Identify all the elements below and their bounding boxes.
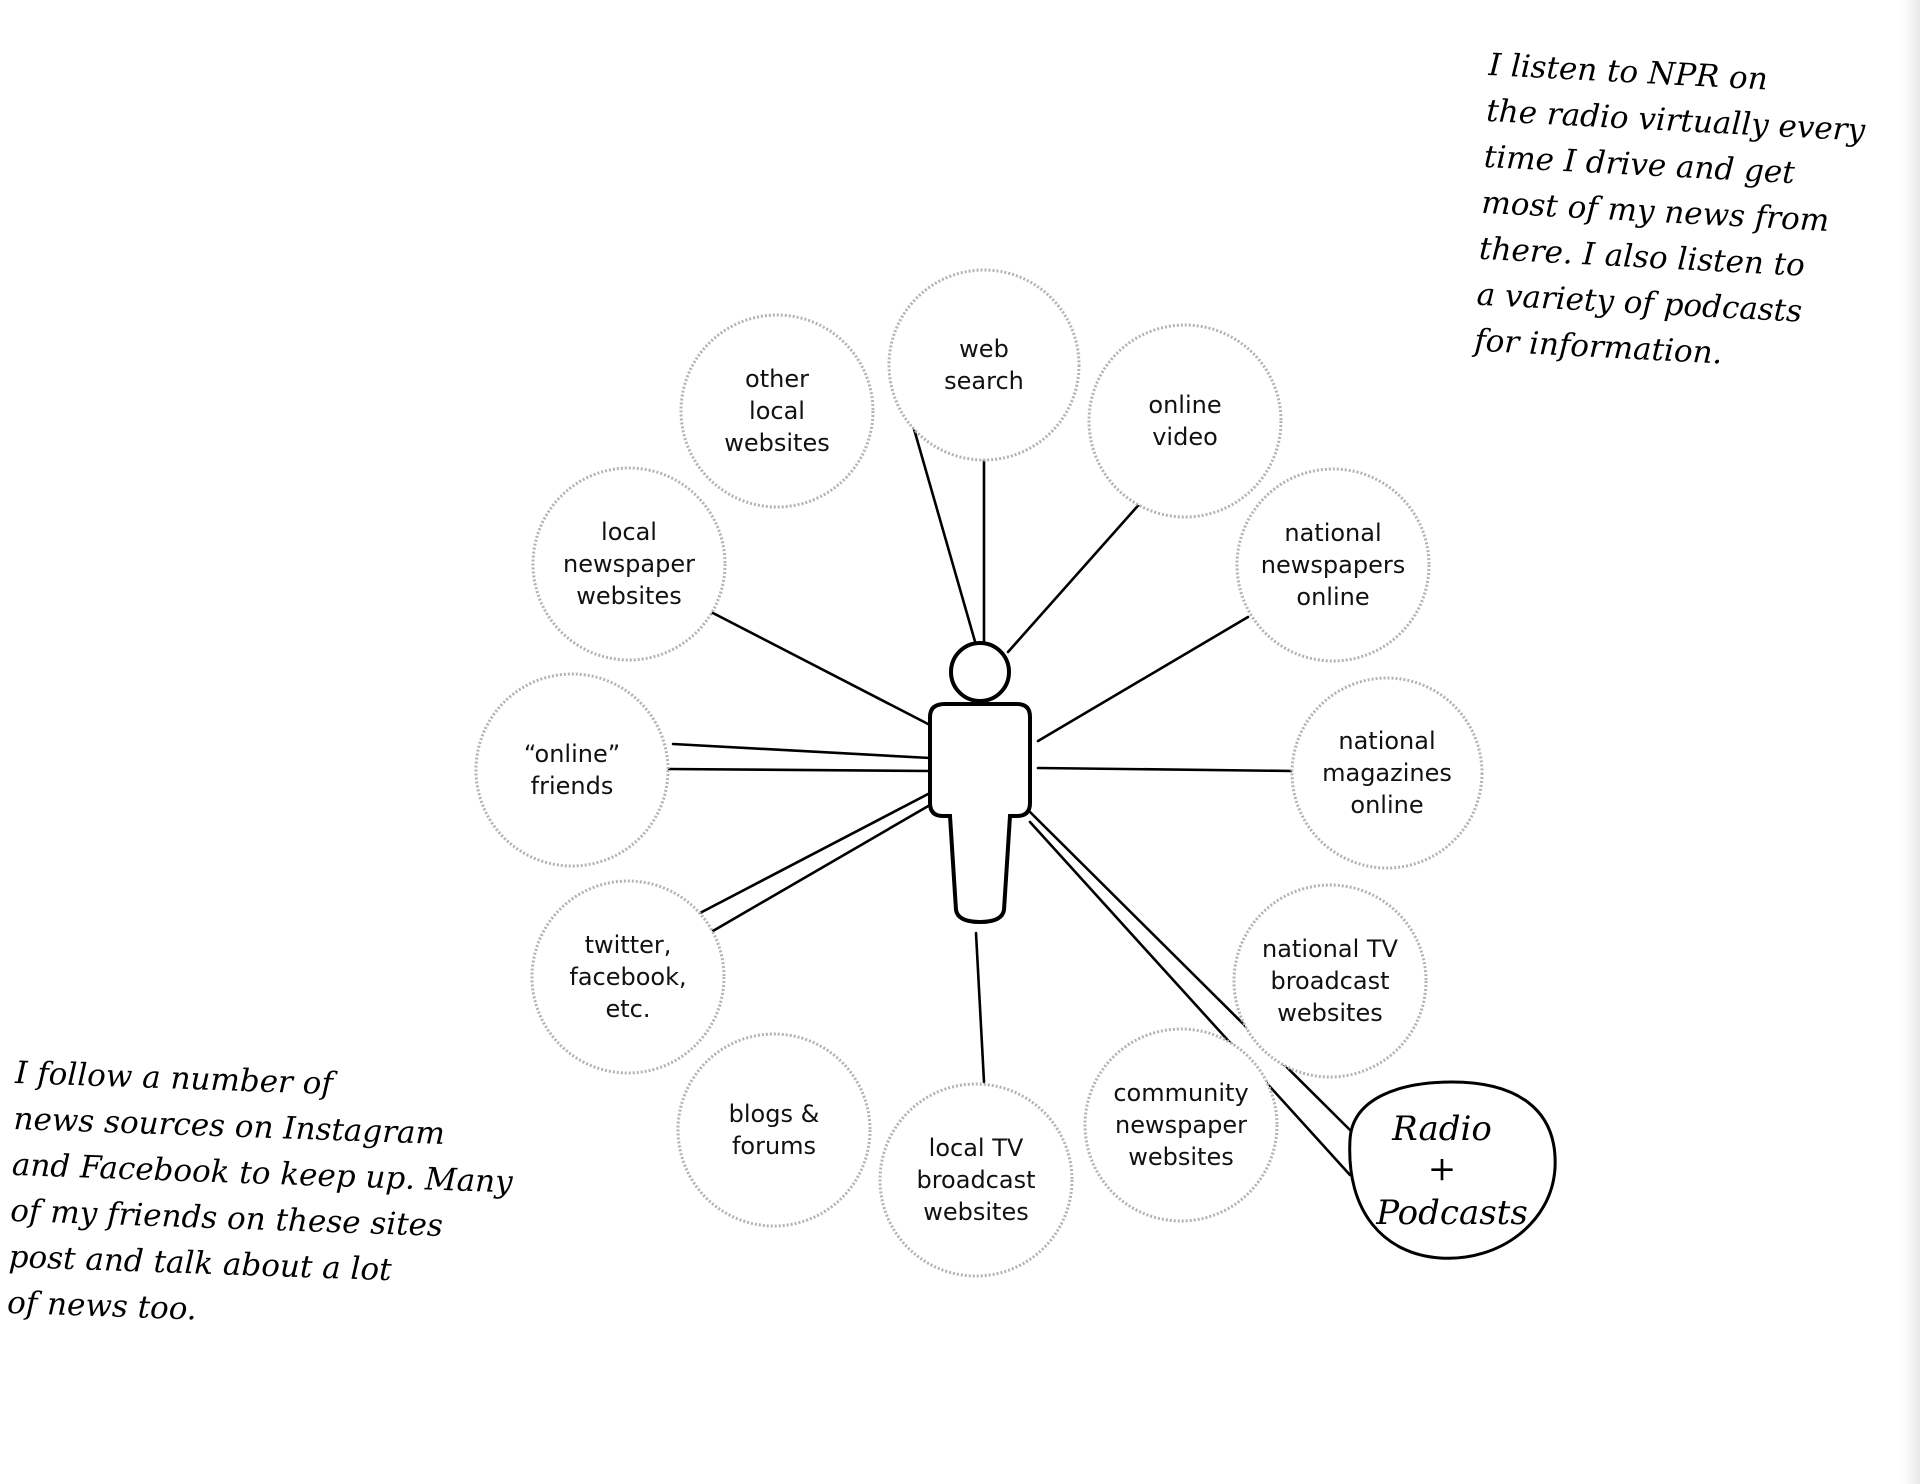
bubble-label-national-newspapers-online-2: newspapers: [1261, 551, 1405, 579]
bubble-label-community-newspaper-websites-1: community: [1113, 1079, 1248, 1107]
bubble-label-national-magazines-online-3: online: [1350, 791, 1423, 819]
bubble-label-online-video-2: video: [1152, 423, 1218, 451]
link-online-video: [1006, 498, 1145, 654]
bubble-circle-local-tv-broadcast-websites: [878, 1082, 1074, 1278]
bubble-label-other-local-websites-3: websites: [724, 429, 829, 457]
link-online-friends-a: [671, 742, 932, 760]
bubble-circle-online-friends: [474, 672, 670, 868]
scan-edge: [1902, 0, 1920, 1484]
link-local-tv: [974, 931, 986, 1084]
bubble-label-national-magazines-online-1: national: [1338, 727, 1435, 755]
link-twitter-b: [704, 803, 932, 937]
person-figure: [928, 641, 1032, 925]
bubble-label-twitter-facebook-etc-1: twitter,: [585, 931, 672, 959]
bubble-label-local-tv-broadcast-websites-3: websites: [923, 1198, 1028, 1226]
radio-podcasts-outline: [1348, 1080, 1557, 1260]
radio-podcasts-line-3: Podcasts: [1375, 1193, 1528, 1233]
bubble-label-national-magazines-online-2: magazines: [1322, 759, 1452, 787]
link-national-magazines: [1036, 766, 1295, 773]
bubble-circle-online-video: [1087, 323, 1283, 519]
bubble-label-national-newspapers-online-3: online: [1296, 583, 1369, 611]
person-head: [949, 641, 1011, 703]
bubble-circle-twitter-facebook-etc: [530, 879, 726, 1075]
link-radio-podcasts-b: [1028, 820, 1352, 1177]
bubble-local-newspaper-websites: local newspaper websites: [531, 466, 727, 662]
bubble-label-other-local-websites-1: other: [745, 365, 809, 393]
bubble-label-web-search-1: web: [959, 335, 1009, 363]
bubble-web-search: web search: [887, 268, 1081, 462]
bubble-label-national-newspapers-online-1: national: [1284, 519, 1381, 547]
bubble-national-newspapers-online: national newspapers online: [1235, 467, 1431, 663]
bubble-circle-community-newspaper-websites: [1083, 1027, 1279, 1223]
link-national-newspapers: [1036, 615, 1250, 743]
radio-podcasts-bubble: Radio + Podcasts: [1348, 1080, 1557, 1260]
bubble-label-local-tv-broadcast-websites-1: local TV: [929, 1134, 1024, 1162]
bubble-label-other-local-websites-2: local: [749, 397, 805, 425]
link-radio-podcasts-a: [1026, 808, 1354, 1134]
bubble-label-community-newspaper-websites-3: websites: [1128, 1143, 1233, 1171]
bubble-circle-web-search: [887, 268, 1081, 462]
bubble-blogs-forums: blogs & forums: [676, 1032, 872, 1228]
bubble-twitter-facebook-etc: twitter, facebook, etc.: [530, 879, 726, 1075]
bubble-national-magazines-online: national magazines online: [1290, 676, 1484, 870]
bubble-community-newspaper-websites: community newspaper websites: [1083, 1027, 1279, 1223]
bubble-circle-blogs-forums: [676, 1032, 872, 1228]
bubble-online-video: online video: [1087, 323, 1283, 519]
bubble-label-national-tv-broadcast-websites-1: national TV: [1262, 935, 1399, 963]
bubble-label-local-newspaper-websites-1: local: [601, 518, 657, 546]
bubble-label-online-friends-2: friends: [531, 772, 614, 800]
bubble-label-local-newspaper-websites-2: newspaper: [563, 550, 695, 578]
link-twitter-a: [698, 791, 932, 915]
link-online-friends-b: [665, 767, 932, 773]
link-web-search-a: [910, 420, 978, 647]
bubble-label-blogs-forums-2: forums: [732, 1132, 816, 1160]
radio-podcasts-line-2: +: [1428, 1149, 1457, 1189]
bubble-circle-national-newspapers-online: [1235, 467, 1431, 663]
bubble-label-online-friends-1: “online”: [524, 740, 620, 768]
radio-podcasts-line-1: Radio: [1391, 1109, 1492, 1149]
connection-lines: [665, 420, 1354, 1177]
bubble-label-local-tv-broadcast-websites-2: broadcast: [916, 1166, 1035, 1194]
bubble-label-national-tv-broadcast-websites-3: websites: [1277, 999, 1382, 1027]
bubble-online-friends: “online” friends: [474, 672, 670, 868]
bubble-label-twitter-facebook-etc-3: etc.: [606, 995, 651, 1023]
bubble-label-web-search-2: search: [944, 367, 1024, 395]
bubble-circle-other-local-websites: [679, 313, 875, 509]
bubble-label-local-newspaper-websites-3: websites: [576, 582, 681, 610]
bubble-circle-national-magazines-online: [1290, 676, 1484, 870]
link-local-newspaper: [709, 610, 932, 727]
bubble-other-local-websites: other local websites: [679, 313, 875, 509]
bubble-national-tv-broadcast-websites: national TV broadcast websites: [1232, 883, 1428, 1079]
bubble-label-community-newspaper-websites-2: newspaper: [1115, 1111, 1247, 1139]
person-body: [928, 702, 1032, 925]
bubble-circle-national-tv-broadcast-websites: [1232, 883, 1428, 1079]
bubble-label-twitter-facebook-etc-2: facebook,: [569, 963, 686, 991]
bubble-label-national-tv-broadcast-websites-2: broadcast: [1270, 967, 1389, 995]
source-bubbles: web search online video national newspapers on…: [474, 268, 1484, 1278]
bubble-local-tv-broadcast-websites: local TV broadcast websites: [878, 1082, 1074, 1278]
bubble-circle-local-newspaper-websites: [531, 466, 727, 662]
bubble-label-blogs-forums-1: blogs &: [729, 1100, 820, 1128]
bubble-label-online-video-1: online: [1148, 391, 1221, 419]
